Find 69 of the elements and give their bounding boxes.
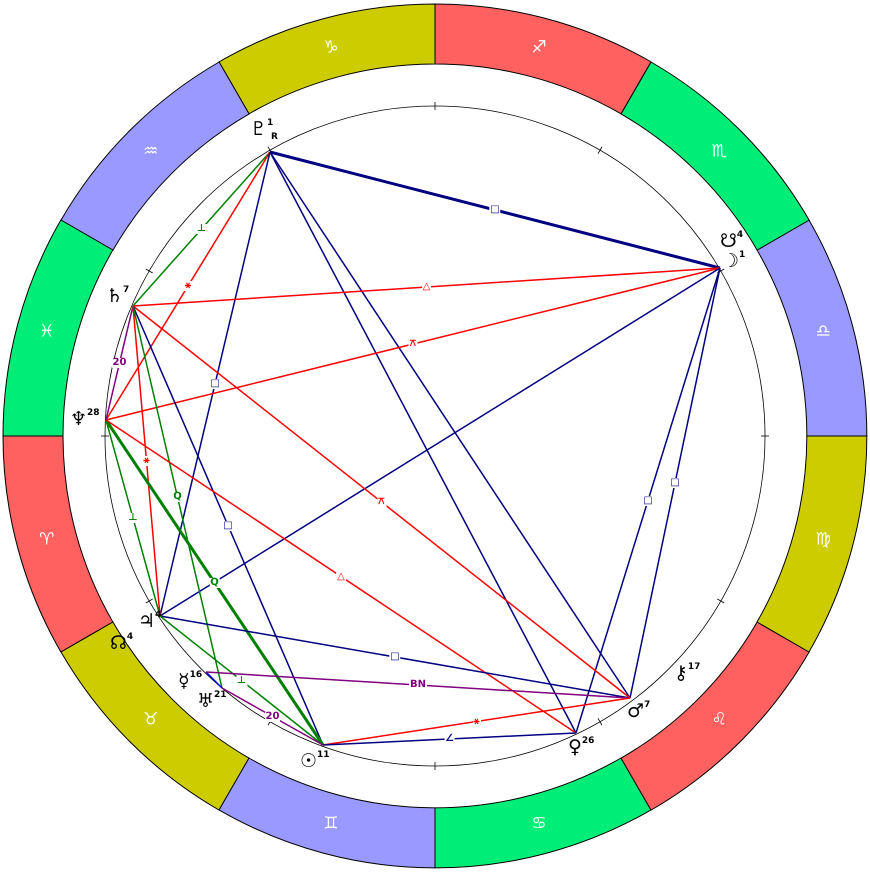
zodiac-sign-glyph: ♑	[323, 39, 339, 56]
zodiac-sign-glyph: ♉	[143, 712, 158, 729]
edge-label: ⊥	[127, 513, 139, 523]
zodiac-sign-glyph: ♒	[143, 143, 158, 160]
edge-label: △	[336, 572, 346, 582]
edge-label: ⚹	[184, 281, 192, 291]
aspect-line	[105, 306, 134, 420]
planet-glyph: ☉$^{11}$	[300, 752, 330, 771]
aspect-line	[322, 732, 576, 746]
planet-glyph: ♂$^{7}$	[627, 702, 650, 721]
edge-label: ⚹	[142, 456, 150, 466]
planet-glyph: ☿$^{16}$	[178, 672, 202, 691]
aspect-line	[159, 152, 271, 616]
aspect-line	[106, 419, 576, 734]
planet-glyph: ☋$^{4}$	[720, 232, 744, 251]
edge-label: ⚹	[472, 716, 480, 726]
aspect-line	[105, 152, 271, 420]
zodiac-sign-glyph: ♏	[712, 143, 727, 160]
aspect-line	[160, 615, 324, 746]
aspect-line	[205, 671, 223, 689]
aspect-line	[222, 687, 324, 746]
aspect-line	[160, 267, 720, 617]
aspect-line	[132, 305, 630, 699]
planet-glyph: ☽$^{1}$	[722, 252, 746, 271]
zodiac-sign-glyph: ♋	[531, 816, 547, 833]
edge-label: BN	[409, 680, 427, 690]
planet-glyph: ♀$^{26}$	[568, 738, 594, 757]
aspect-line	[132, 152, 271, 306]
aspect-line	[206, 671, 630, 699]
aspect-line	[132, 306, 223, 688]
planet-glyph: ☊$^{4}$	[110, 634, 134, 653]
edge-label: 20	[264, 712, 280, 722]
edge-label: □	[222, 520, 234, 530]
aspect-line	[269, 152, 631, 698]
zodiac-sign-glyph: ♎	[816, 323, 831, 340]
planet-glyph: ♅$^{21}$	[197, 692, 227, 711]
edge-label: ⊥	[196, 224, 208, 234]
planet-glyph: ♆$^{28}$	[70, 410, 100, 429]
aspect-line	[270, 150, 720, 270]
aspect-line	[629, 268, 721, 698]
aspect-line	[106, 267, 720, 421]
edge-label: ⊥	[236, 676, 248, 686]
aspect-line	[132, 267, 720, 307]
edge-label: ∠	[444, 734, 455, 744]
edge-label: □	[389, 652, 401, 662]
planet-glyph: ♃$^{4}$	[138, 612, 162, 631]
zodiac-sign-glyph: ♌	[712, 712, 727, 729]
edge-label: Q	[172, 492, 183, 502]
edge-label: □	[489, 205, 501, 215]
edge-label: 20	[112, 358, 128, 368]
edge-label: Q	[209, 578, 220, 588]
edge-label: □	[669, 478, 681, 488]
planet-glyph: ♄$^{7}$	[106, 287, 130, 306]
edge-label: ⚻	[408, 339, 418, 349]
zodiac-sign-glyph: ♊	[323, 816, 339, 833]
zodiac-sign-glyph: ♈	[39, 532, 54, 549]
zodiac-sign-glyph: ♐	[531, 39, 547, 56]
zodiac-sign-glyph: ♓	[39, 323, 54, 340]
edge-label: □	[642, 496, 654, 506]
retrograde-mark: R	[271, 133, 278, 142]
aspect-line	[104, 419, 324, 746]
planet-glyph: ⚷$^{17}$	[674, 664, 700, 683]
edge-label: △	[422, 282, 432, 292]
aspect-line	[132, 306, 161, 616]
aspect-line	[575, 268, 721, 734]
aspect-line	[269, 152, 577, 734]
edge-label: □	[209, 379, 221, 389]
edge-label: ⚻	[377, 497, 386, 507]
zodiac-sign-glyph: ♍	[816, 532, 831, 549]
